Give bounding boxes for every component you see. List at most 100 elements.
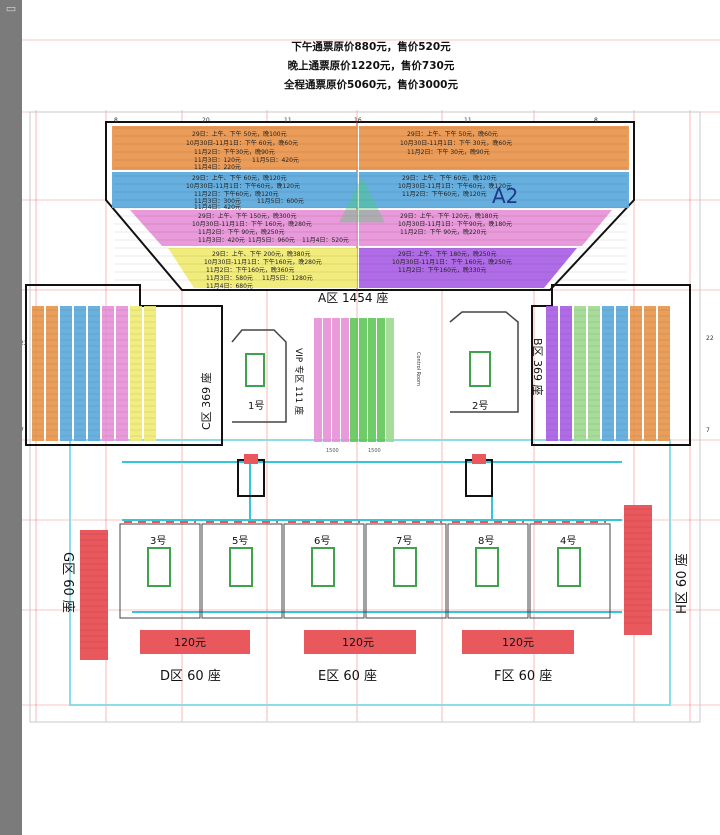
vip-col-3: [341, 318, 349, 442]
table-box-0: [147, 547, 171, 587]
zone-e-label: E区 60 座: [318, 669, 377, 684]
left-wing-col-2: [60, 306, 72, 441]
table-box-4: [475, 547, 499, 587]
price-blue-left-1: 10月30日-11月1日：下午60元，晚120元: [186, 182, 300, 190]
table-7-label: 7号: [396, 535, 412, 547]
section-f-seats: [462, 630, 574, 654]
table-4-label: 4号: [560, 535, 576, 547]
side-label-right: 22: [706, 335, 714, 342]
section-g-seats: [80, 530, 108, 660]
price-orange-right-0: 29日：上午、下午 50元，晚60元: [407, 130, 498, 138]
price-orange-left-3: 11月3日：120元: [194, 157, 241, 164]
vip-seat-columns: [314, 318, 394, 442]
price-pink-right-2: 11月2日：下午 90元，晚220元: [400, 228, 486, 236]
price-blue-right-1: 10月30日-11月1日：下午60元，晚120元: [398, 182, 512, 190]
left-wing-outline: [25, 284, 223, 446]
left-wing-col-5: [102, 306, 114, 441]
ticket-line-evening: 晚上通票原价1220元，售价730元: [287, 60, 455, 72]
table-2-label: 2号: [472, 400, 488, 412]
section-purple: [359, 248, 577, 288]
vip-col-0: [314, 318, 322, 442]
price-yellow-0: 29日：上午、下午 200元，晚380元: [212, 250, 310, 258]
zone-a2-label: A2: [492, 184, 518, 208]
zone-f-label: F区 60 座: [494, 669, 552, 684]
vip-col-2: [332, 318, 340, 442]
seating-chart-page: 下午通票原价880元，售价520元 晚上通票原价1220元，售价730元 全程通…: [22, 0, 720, 835]
table-box-3: [393, 547, 417, 587]
right-wing-col-0: [546, 306, 558, 441]
price-blue-left-3: 11月3日：300元: [194, 198, 241, 205]
price-orange-left-4: 11月4日：220元: [194, 164, 241, 171]
price-orange-left-0: 29日：上午、下午 50元，晚100元: [192, 130, 287, 138]
vip-col-7: [377, 318, 385, 442]
gh-seat-rows: [80, 508, 652, 649]
table-3-label: 3号: [150, 535, 166, 547]
price-d: 120元: [174, 636, 206, 649]
price-e: 120元: [342, 636, 374, 649]
zone-b-label: B区 369 座: [531, 338, 545, 396]
table-2: [469, 351, 491, 387]
zone-a-seat-rows: [114, 127, 627, 281]
zone-g-label: G区 60 座: [60, 552, 75, 613]
zone-d-label: D区 60 座: [160, 669, 221, 684]
left-wing-col-7: [130, 306, 142, 441]
price-orange-right-2: 11月2日：下午 30元，晚90元: [407, 148, 490, 156]
section-orange-right: [359, 126, 629, 170]
stair-right-red: [472, 454, 486, 464]
table-bay-5: [529, 523, 611, 619]
price-purple-2: 11月2日：下午160元，晚330元: [398, 266, 486, 274]
document-icon[interactable]: ▭: [5, 2, 17, 15]
section-pink-left: [130, 210, 357, 246]
table-6-label: 6号: [314, 535, 330, 547]
vip-col-5: [359, 318, 367, 442]
seating-plan-diagram: ▲ 29日：上午、下午 50元，晚100元 10月30日-11月1日：下午 60…: [22, 39, 720, 723]
price-text-layer: 29日：上午、下午 50元，晚100元 10月30日-11月1日：下午 60元，…: [186, 130, 512, 290]
vip-col-4: [350, 318, 358, 442]
left-wing-col-8: [144, 306, 156, 441]
zone-a-label: A区 1454 座: [318, 290, 388, 305]
left-wing-col-6: [116, 306, 128, 441]
price-yellow-2: 11月2日：下午160元，晚360元: [206, 266, 294, 274]
left-wing-col-3: [74, 306, 86, 441]
price-blue-left-5: 11月5日：600元: [257, 198, 304, 205]
price-yellow-3: 11月3日：580元: [206, 275, 253, 282]
side-label-left-bottom: 7: [22, 427, 24, 434]
price-purple-1: 10月30日-11月1日：下午 160元，晚250元: [392, 258, 512, 266]
right-wing-col-8: [658, 306, 670, 441]
table-1-rail: [231, 329, 287, 423]
table-bay-4: [447, 523, 529, 619]
table-2-rail: [449, 311, 519, 413]
building-outline: [29, 111, 701, 723]
section-h-seats: [624, 505, 652, 635]
grid-label-top-3: 16: [354, 117, 362, 124]
price-orange-left-2: 11月2日：下午30元，晚90元: [194, 148, 275, 156]
right-wing-col-6: [630, 306, 642, 441]
section-blue-right: [359, 172, 629, 208]
grid-label-top-2: 11: [284, 117, 292, 124]
ticket-line-afternoon: 下午通票原价880元，售价520元: [291, 41, 451, 53]
grid-label-top-4: 11: [464, 117, 472, 124]
cyan-corridors: [122, 461, 622, 613]
right-wing-col-4: [602, 306, 614, 441]
price-pink-left-0: 29日：上午、下午 150元，晚300元: [198, 212, 296, 220]
table-box-5: [557, 547, 581, 587]
grid-label-top-1: 20: [202, 117, 210, 124]
price-orange-right-1: 10月30日-11月1日：下午 30元，晚60元: [400, 139, 512, 147]
right-wing-seats: [546, 306, 670, 441]
price-blue-left-4: 11月4日：420元: [194, 204, 241, 211]
table-bay-3: [365, 523, 447, 619]
price-blue-right-2: 11月2日：下午60元，晚120元: [402, 190, 487, 198]
right-wing-col-7: [644, 306, 656, 441]
stair-right: [465, 459, 493, 497]
vip-label: VIP 专区 111 座: [293, 348, 305, 415]
control-room-label: Control Room: [415, 352, 421, 386]
stair-left-red: [244, 454, 258, 464]
price-pink-right-0: 29日：上午、下午 120元，晚180元: [400, 212, 498, 220]
zone-h-label: H区 60 座: [675, 553, 690, 614]
section-orange-left: [112, 126, 357, 170]
table-box-1: [229, 547, 253, 587]
section-blue-left: [112, 172, 357, 208]
price-pink-right-1: 10月30日-11月1日：下午90元，晚180元: [398, 220, 512, 228]
left-wing-col-4: [88, 306, 100, 441]
price-yellow-1: 10月30日-11月1日：下午160元，晚280元: [204, 258, 322, 266]
